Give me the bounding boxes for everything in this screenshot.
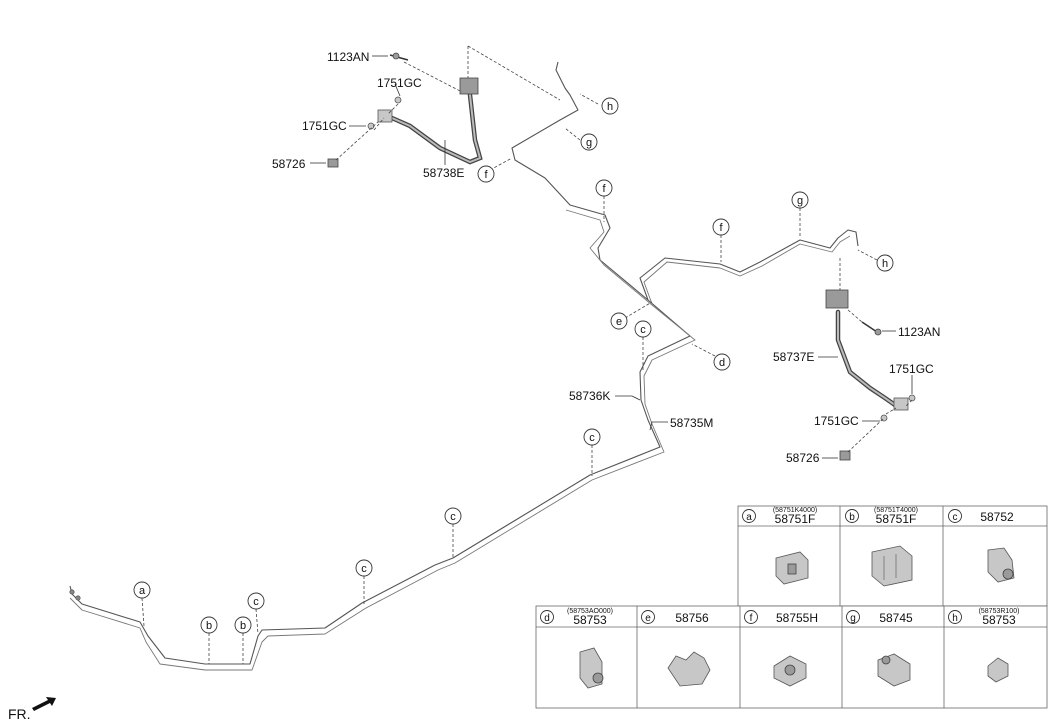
label-58737e: 58737E [773,350,814,364]
callout-c: c [589,432,595,444]
bolt-58726-icon [327,158,339,168]
legend-code: 58755H [776,611,818,625]
brake-pipe-right-branch-inner [643,235,851,305]
clip-1751gc-icon [908,394,916,402]
legend-tag: e [645,613,651,624]
callout-c: c [450,511,456,523]
callout-f: f [602,183,606,195]
bolt-head-icon [392,52,400,60]
clip-58751f-icon [871,545,913,587]
legend-subcode: (58751T4000) [874,507,918,514]
callout-leaders [141,93,878,664]
parts-legend-table: a (58751K4000) 58751F b (58751T4000) 587… [535,505,1048,709]
callout-c: c [640,324,646,336]
hose-bracket [459,77,479,95]
clip-58753-icon [987,657,1009,683]
callout-f: f [719,222,723,234]
legend-cell-f: f 58755H [744,610,818,687]
forward-arrow-icon [32,697,56,711]
legend-tag: g [850,613,856,624]
legend-code: 58756 [675,611,709,625]
callout-c: c [361,563,367,575]
brake-pipe-assembly [69,61,859,671]
clip-1751gc-icon [394,96,402,104]
label-1751gc: 1751GC [377,76,422,90]
label-58726: 58726 [272,157,306,171]
legend-cell-g: g 58745 [846,610,913,687]
brake-hose-58738e [389,92,483,165]
callout-g: g [797,195,803,207]
front-direction-indicator: FR. [8,697,56,722]
clip-58756-icon [667,651,711,687]
legend-subcode: (58753AO000) [567,608,613,615]
callout-c: c [253,596,259,608]
legend-tag: a [746,512,752,523]
callout-g: g [586,137,592,149]
hose-assembly-right [818,258,916,461]
legend-tag: b [849,512,855,523]
callout-b: b [206,620,212,632]
brake-pipe-58736k [69,209,696,671]
legend-code: 58745 [879,611,913,625]
callout-f: f [484,169,488,181]
legend-subcode: (58753R100) [979,608,1020,615]
fr-label: FR. [8,706,31,722]
label-58726: 58726 [786,451,820,465]
legend-cell-e: e 58756 [641,610,711,687]
label-1123an: 1123AN [898,325,940,339]
hose-fitting [377,109,393,123]
callout-bubbles: h g f f f g h e c d c c c c a b b [133,97,894,634]
label-58735m: 58735M [670,416,713,430]
callout-h: h [882,258,888,270]
legend-cell-b: b (58751T4000) 58751F [845,507,918,587]
legend-tag: c [953,512,958,523]
legend-tag: d [544,613,550,624]
callout-a: a [139,585,146,597]
legend-cell-a: a (58751K4000) 58751F [742,507,817,585]
callout-h: h [607,101,613,113]
label-1751gc: 1751GC [889,362,934,376]
legend-cell-c: c 58752 [948,509,1015,583]
label-1751gc: 1751GC [302,119,347,133]
brake-pipe-58735m [69,61,691,665]
hose-assembly-left [310,45,561,168]
label-1123an: 1123AN [327,50,369,64]
legend-cell-h: h (58753R100) 58753 [948,608,1020,683]
legend-code: 58752 [980,510,1014,524]
pipe-fitting [69,589,75,595]
legend-cell-d: d (58753AO000) 58753 [540,608,613,689]
legend-code: 58751F [876,512,917,526]
label-58736k: 58736K [569,389,610,403]
bolt-head-icon [874,328,882,336]
label-1751gc: 1751GC [814,414,859,428]
callout-b: b [240,620,246,632]
pipe-fitting [75,595,81,601]
callout-e: e [616,316,622,328]
legend-tag: h [952,613,958,624]
brake-pipe-right-branch [639,229,859,301]
legend-code: 58753 [982,613,1016,627]
part-labels: 1123AN 1751GC 1751GC 58726 58738E 1123AN… [272,50,940,465]
legend-tag: f [750,613,753,624]
label-58738e: 58738E [423,166,464,180]
legend-code: 58751F [775,512,816,526]
legend-code: 58753 [573,613,607,627]
legend-subcode: (58751K4000) [773,507,817,514]
bolt-58726-icon [839,450,851,461]
brake-hose-58737e [835,309,898,408]
hose-bracket-right [825,289,849,309]
callout-d: d [719,357,725,369]
